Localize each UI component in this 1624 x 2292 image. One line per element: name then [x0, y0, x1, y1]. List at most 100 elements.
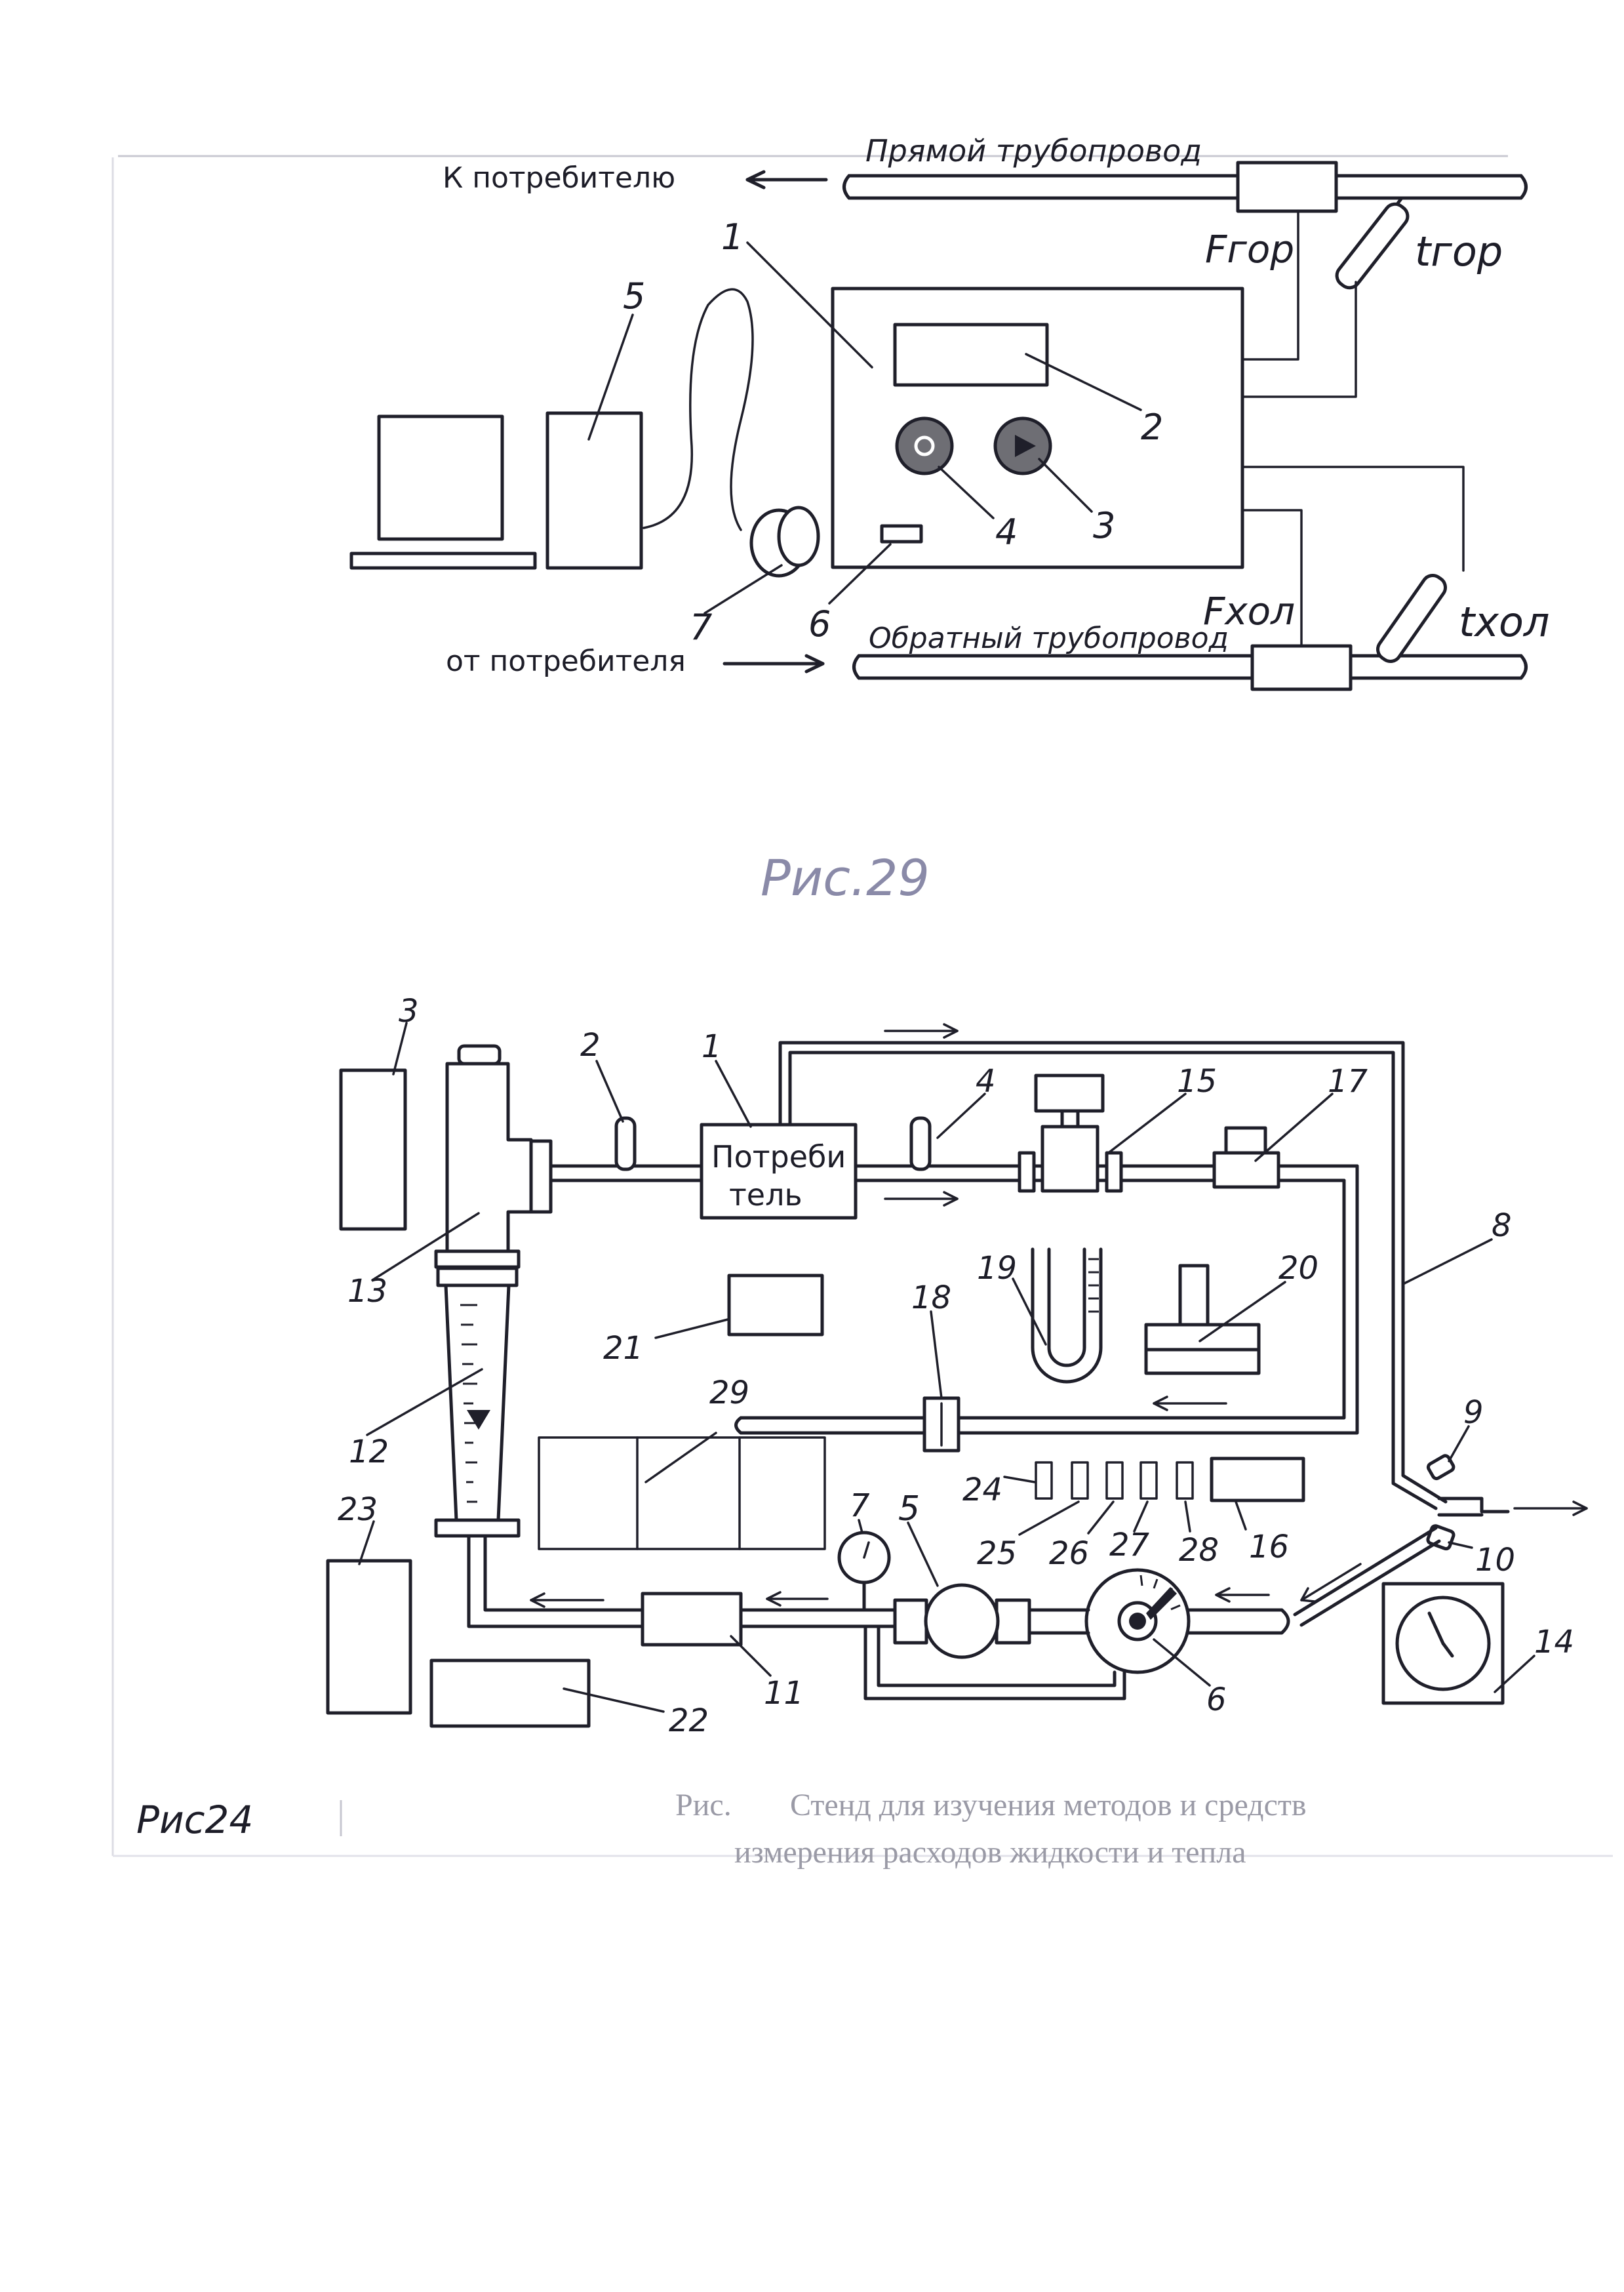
bottom-callout-18: 18 — [911, 1279, 951, 1316]
bottom-callout-1: 1 — [702, 1028, 722, 1065]
bottom-callout-26: 26 — [1049, 1535, 1089, 1572]
indicator-26 — [1105, 1461, 1124, 1500]
bottom-figure: Потреби тель — [326, 993, 1588, 1739]
top-callout-2: 2 — [1141, 407, 1163, 448]
top-callout-7: 7 — [690, 607, 712, 648]
thermometer-4 — [909, 1116, 932, 1171]
vessel-3 — [339, 1068, 407, 1231]
consumer-label-line2: тель — [729, 1177, 802, 1213]
top-callout-3: 3 — [1093, 505, 1115, 546]
bottom-callout-8: 8 — [1492, 1207, 1512, 1244]
bottom-callout-7: 7 — [850, 1487, 870, 1524]
caption-line1: Стенд для изучения методов и средств — [790, 1788, 1307, 1822]
indicator-24 — [1035, 1461, 1053, 1500]
bottom-callout-2: 2 — [580, 1027, 601, 1064]
top-callout-1: 1 — [721, 216, 743, 258]
bottom-callout-21: 21 — [603, 1330, 643, 1367]
t-cold-label: tхол — [1459, 598, 1550, 646]
bottom-callout-11: 11 — [764, 1675, 804, 1712]
consumer-box — [700, 1123, 858, 1220]
meter-17-head — [1224, 1126, 1267, 1155]
calculator-button-4 — [897, 418, 952, 473]
thermometer-2 — [614, 1116, 637, 1171]
return-pipe — [852, 644, 1528, 691]
bottom-callout-9: 9 — [1463, 1394, 1484, 1431]
device-20-stem — [1178, 1264, 1210, 1327]
bottom-callout-3: 3 — [399, 993, 419, 1030]
top-callout-5: 5 — [623, 275, 645, 317]
pump-5-inlet — [893, 1598, 928, 1645]
calculator-display — [893, 323, 1049, 387]
temp-sensor-cold — [1376, 574, 1447, 663]
return-pipe-label: Обратный трубопровод — [869, 622, 1229, 655]
bottom-callout-5: 5 — [898, 1489, 920, 1529]
rotameter-12 — [444, 1283, 511, 1522]
bottom-callout-4: 4 — [976, 1063, 996, 1100]
wire-t-hot — [1241, 281, 1357, 398]
gauge-14 — [1381, 1582, 1505, 1705]
top-figure: К потребителю Прямой трубопровод Fгор tг… — [349, 133, 1550, 691]
bottom-callout-6: 6 — [1206, 1681, 1227, 1718]
vessel-23 — [326, 1559, 412, 1715]
bottom-callout-16: 16 — [1249, 1529, 1289, 1565]
tank-13 — [445, 1062, 533, 1253]
bottom-callout-27: 27 — [1109, 1527, 1150, 1563]
bottom-callout-23: 23 — [338, 1491, 378, 1528]
pc-monitor — [377, 414, 504, 541]
flowmeter-15-body — [1040, 1125, 1099, 1193]
figure-label-top: Рис.29 — [761, 849, 930, 907]
f-cold-label: Fхол — [1203, 589, 1295, 633]
wire-f-cold — [1241, 509, 1303, 647]
bottom-callout-12: 12 — [349, 1434, 389, 1470]
bottom-callout-15: 15 — [1177, 1063, 1217, 1100]
valve-9 — [1426, 1454, 1456, 1481]
meter-17-body — [1212, 1151, 1280, 1189]
top-callout-6: 6 — [808, 603, 831, 645]
t-hot-label: tгор — [1415, 228, 1503, 275]
supply-pipe — [842, 161, 1528, 213]
bottom-callout-13: 13 — [347, 1273, 387, 1310]
bottom-callout-14: 14 — [1534, 1624, 1574, 1660]
device-22 — [429, 1659, 591, 1728]
temp-sensor-hot — [1335, 196, 1410, 290]
bottom-callout-24: 24 — [962, 1472, 1002, 1508]
from-consumer-label: от потребителя — [446, 645, 686, 678]
bottom-callout-20: 20 — [1278, 1250, 1318, 1287]
bottom-callout-17: 17 — [1328, 1063, 1368, 1100]
bottom-callout-19: 19 — [977, 1250, 1017, 1287]
figure-label-bottom: Рис24 — [136, 1798, 253, 1842]
interface-unit-5 — [545, 411, 643, 570]
wire-t-cold — [1241, 466, 1465, 572]
top-callout-4: 4 — [995, 512, 1018, 553]
device-21 — [727, 1274, 824, 1337]
wire-f-hot — [1241, 210, 1299, 361]
pc-keyboard — [349, 552, 537, 570]
data-cable — [643, 288, 754, 531]
device-11 — [641, 1592, 743, 1647]
indicator-28 — [1176, 1461, 1194, 1500]
to-consumer-label: К потребителю — [443, 161, 675, 195]
consumer-label-line1: Потреби — [711, 1139, 846, 1175]
calculator-port-6 — [880, 524, 923, 544]
caption-line2: измерения расходов жидкости и тепла — [734, 1835, 1246, 1870]
bottom-callout-28: 28 — [1179, 1532, 1219, 1569]
panel-29 — [538, 1436, 826, 1550]
heat-calculator-body — [831, 287, 1244, 569]
flow-sensor-hot — [1236, 161, 1338, 213]
f-hot-label: Fгор — [1205, 227, 1294, 271]
pump-5-outlet — [995, 1598, 1031, 1645]
bottom-callout-22: 22 — [669, 1702, 709, 1739]
caption-prefix: Рис. — [675, 1788, 732, 1822]
supply-pipe-label: Прямой трубопровод — [865, 133, 1202, 169]
flowmeter-15-head — [1034, 1074, 1105, 1113]
bottom-callout-29: 29 — [709, 1375, 749, 1411]
device-16 — [1210, 1457, 1305, 1502]
u-manometer-19 — [1031, 1247, 1103, 1384]
pump-5 — [924, 1583, 1000, 1659]
indicator-25 — [1071, 1461, 1089, 1500]
bottom-callout-25: 25 — [977, 1535, 1017, 1572]
bottom-callout-10: 10 — [1475, 1542, 1515, 1578]
device-20-base — [1144, 1323, 1261, 1352]
flow-sensor-cold — [1250, 644, 1353, 691]
